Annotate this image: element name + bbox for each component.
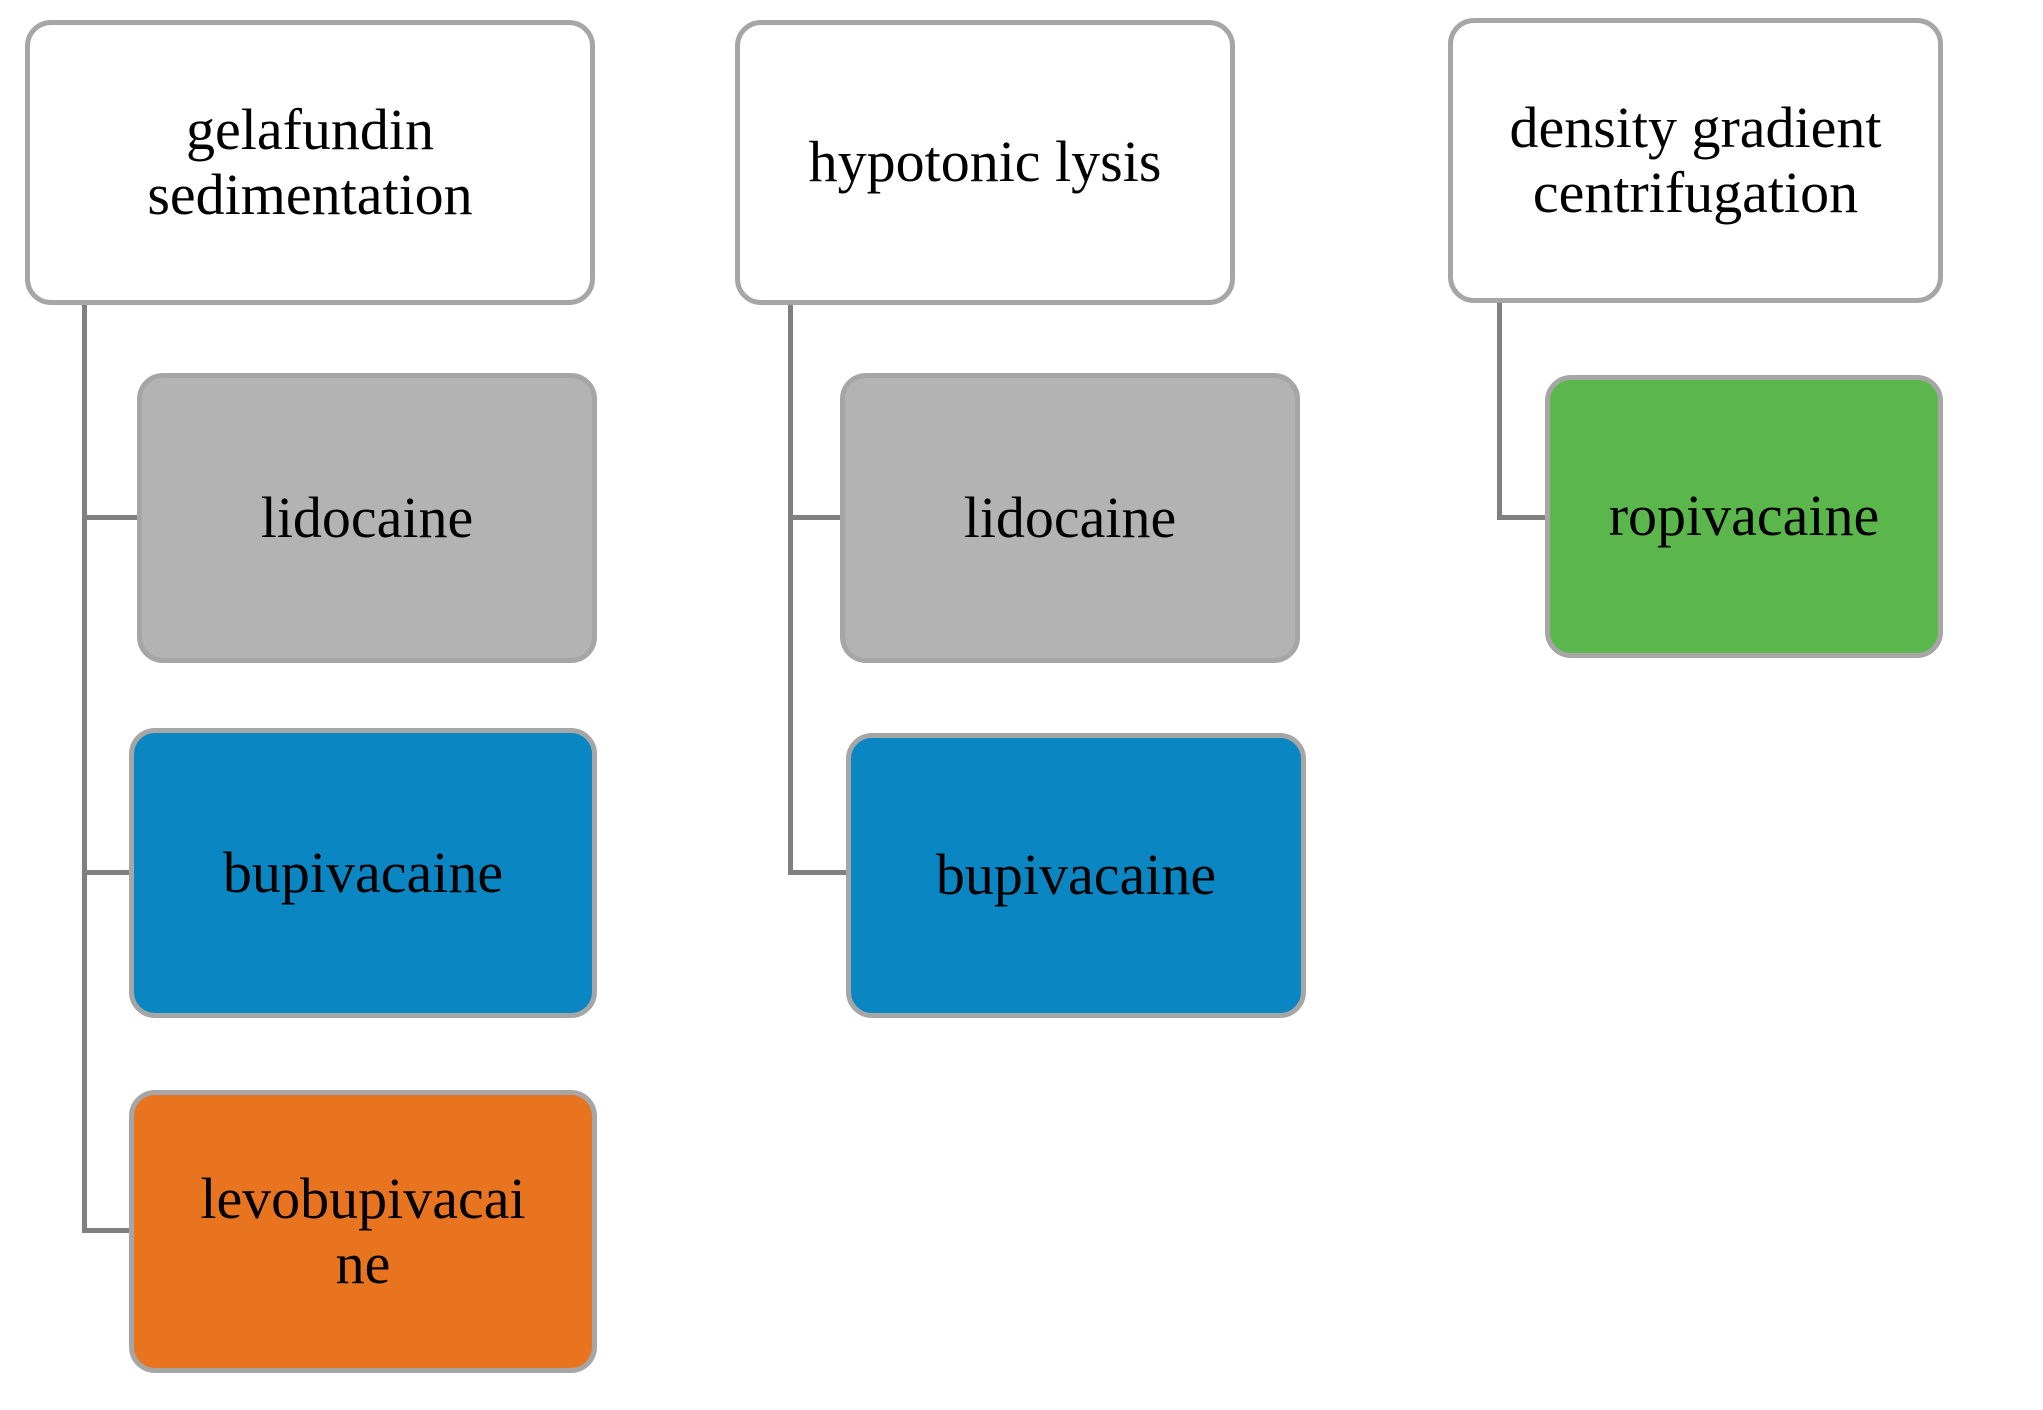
leaf-node-column-1-lidocaine[interactable]: lidocaine: [137, 373, 597, 663]
leaf-node-label: levobupivacai ne: [152, 1165, 574, 1297]
connector-trunk-column-2: [788, 303, 793, 875]
header-line-2: centrifugation: [1532, 159, 1859, 225]
header-node-density-gradient-centrifugation[interactable]: density gradient centrifugation: [1448, 18, 1943, 303]
header-node-gelafundin-sedimentation[interactable]: gelafundin sedimentation: [25, 20, 595, 305]
leaf-node-label: lidocaine: [963, 484, 1177, 550]
header-line-1: density gradient: [1509, 94, 1882, 160]
leaf-node-label: bupivacaine: [935, 842, 1217, 908]
leaf-node-column-2-lidocaine[interactable]: lidocaine: [840, 373, 1300, 663]
leaf-node-label: lidocaine: [260, 484, 474, 550]
header-line-1: gelafundin: [185, 96, 435, 162]
header-node-label: gelafundin sedimentation: [48, 96, 572, 228]
leaf-node-label: bupivacaine: [222, 839, 504, 905]
leaf-node-label-line-2: ne: [335, 1230, 391, 1296]
connector-stub-column-2-child-1: [788, 515, 846, 520]
leaf-node-column-1-bupivacaine[interactable]: bupivacaine: [129, 728, 597, 1018]
connector-stub-column-1-child-3: [82, 1228, 134, 1233]
connector-stub-column-2-child-2: [788, 870, 848, 875]
leaf-node-column-3-ropivacaine[interactable]: ropivacaine: [1545, 375, 1943, 658]
leaf-node-label: ropivacaine: [1608, 483, 1880, 549]
connector-trunk-column-1: [82, 303, 87, 1233]
leaf-node-column-2-bupivacaine[interactable]: bupivacaine: [846, 733, 1306, 1018]
connector-trunk-column-3: [1497, 303, 1502, 520]
leaf-node-label-line-1: levobupivacai: [200, 1165, 526, 1231]
connector-stub-column-1-child-2: [82, 870, 134, 875]
header-node-label: density gradient centrifugation: [1471, 94, 1920, 226]
header-line-2: sedimentation: [147, 161, 473, 227]
connector-stub-column-1-child-1: [82, 515, 140, 520]
leaf-node-column-1-levobupivacaine[interactable]: levobupivacai ne: [129, 1090, 597, 1373]
header-node-label: hypotonic lysis: [808, 129, 1162, 195]
connector-stub-column-3-child-1: [1497, 515, 1552, 520]
header-node-hypotonic-lysis[interactable]: hypotonic lysis: [735, 20, 1235, 305]
